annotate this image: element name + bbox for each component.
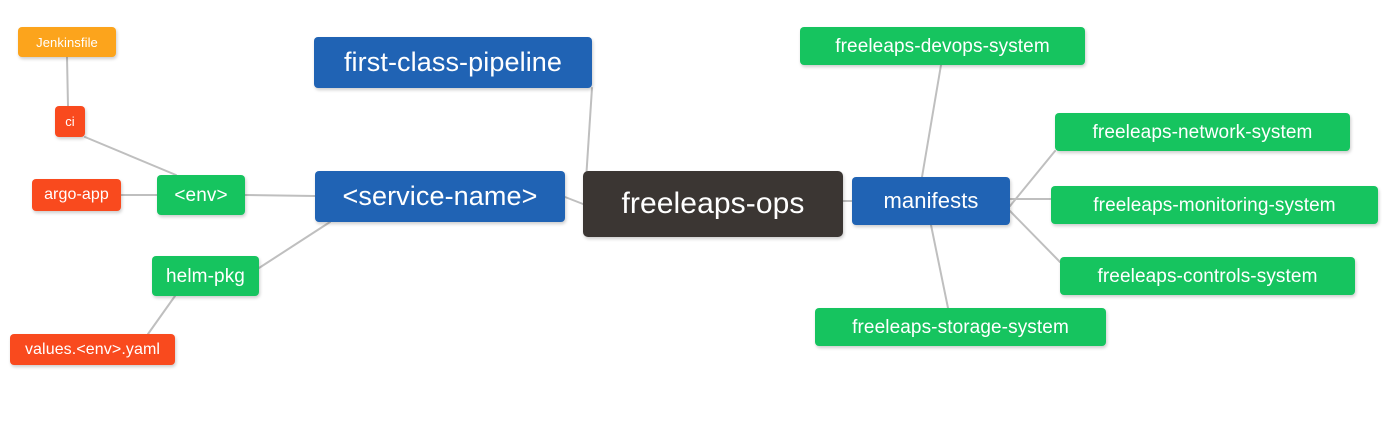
edge-service-to-helm (258, 221, 331, 269)
mindmap-node-monitoring[interactable]: freeleaps-monitoring-system (1051, 186, 1378, 224)
mindmap-node-jenkins[interactable]: Jenkinsfile (18, 27, 116, 57)
mindmap-node-root[interactable]: freeleaps-ops (583, 171, 843, 237)
mindmap-node-env[interactable]: <env> (157, 175, 245, 215)
edge-manifests-to-network (1009, 150, 1056, 207)
mindmap-node-service[interactable]: <service-name> (315, 171, 565, 222)
mindmap-node-manifests[interactable]: manifests (852, 177, 1010, 225)
edge-ci-to-jenkins (66, 56, 69, 107)
mindmap-node-devops[interactable]: freeleaps-devops-system (800, 27, 1085, 65)
edge-manifests-to-storage (930, 224, 949, 309)
edge-root-to-service (564, 196, 584, 205)
mindmap-node-pipeline[interactable]: first-class-pipeline (314, 37, 592, 88)
mindmap-node-helm[interactable]: helm-pkg (152, 256, 259, 296)
mindmap-node-values[interactable]: values.<env>.yaml (10, 334, 175, 365)
edge-helm-to-values (147, 295, 176, 335)
mindmap-node-argo[interactable]: argo-app (32, 179, 121, 211)
mindmap-node-ci[interactable]: ci (55, 106, 85, 137)
edge-root-to-pipeline (585, 87, 593, 181)
edge-env-to-ci (84, 136, 177, 176)
edge-service-to-env (244, 194, 316, 197)
mindmap-node-network[interactable]: freeleaps-network-system (1055, 113, 1350, 151)
edge-manifests-to-devops (921, 64, 942, 178)
mindmap-node-storage[interactable]: freeleaps-storage-system (815, 308, 1106, 346)
mindmap-node-controls[interactable]: freeleaps-controls-system (1060, 257, 1355, 295)
